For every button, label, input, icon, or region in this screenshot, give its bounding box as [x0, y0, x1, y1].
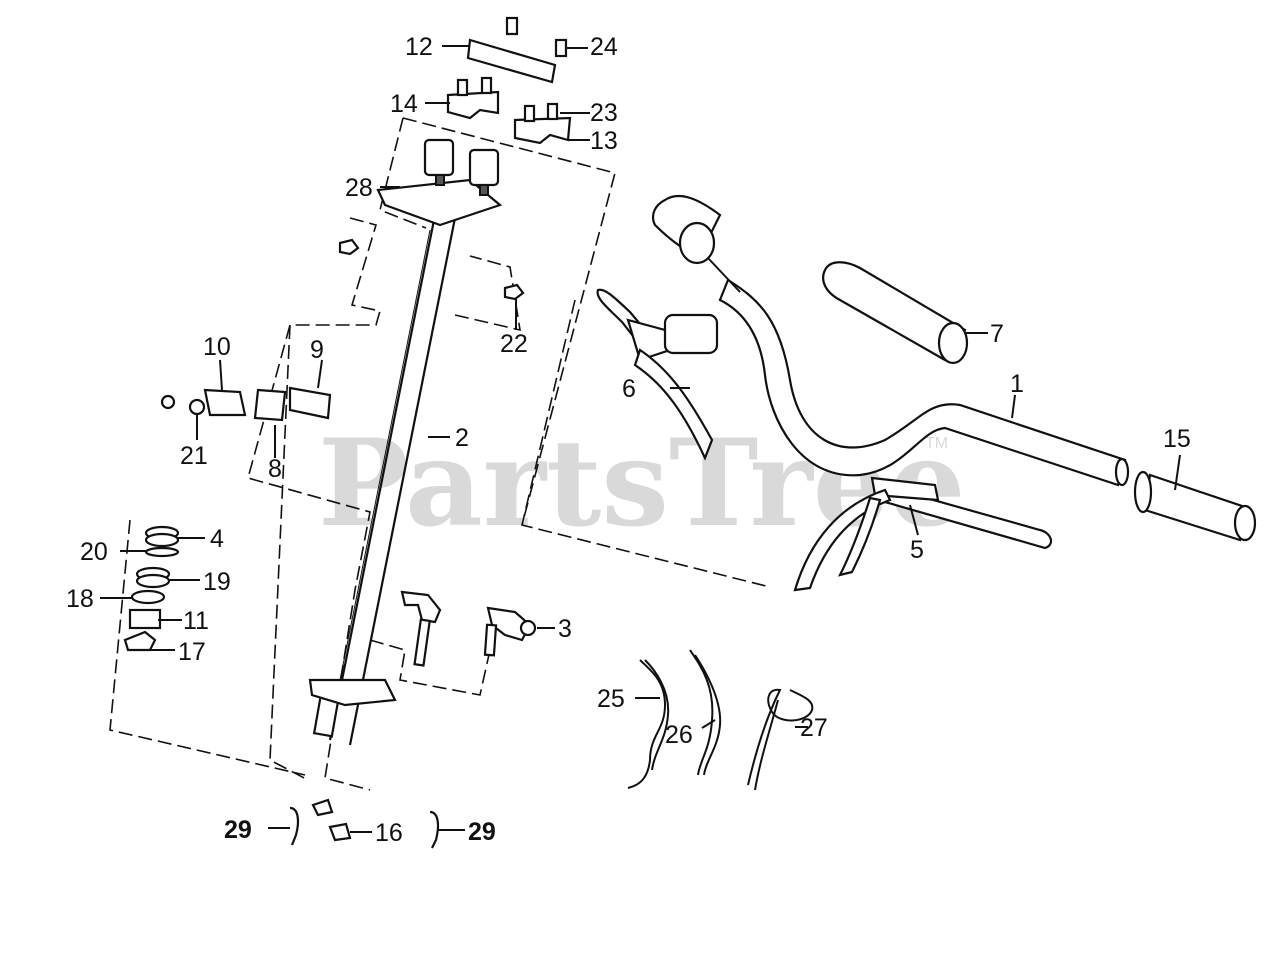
- callout-labels: 1 2 3 4 5 6 7 8 9 10 11 12 13 14 15 16 1…: [66, 33, 1191, 847]
- watermark-trademark: TM: [925, 435, 948, 452]
- callout-14: 14: [390, 90, 418, 118]
- clamp-assembly: [160, 386, 332, 422]
- callout-28: 28: [345, 174, 373, 202]
- wire-harnesses: [627, 649, 814, 791]
- callout-26: 26: [665, 721, 693, 749]
- callout-5: 5: [910, 536, 924, 564]
- callout-8: 8: [268, 455, 282, 483]
- grips: [651, 195, 1257, 542]
- callout-27: 27: [800, 714, 828, 742]
- callout-2: 2: [455, 424, 469, 452]
- callout-13: 13: [590, 127, 618, 155]
- handlebar: [718, 278, 1130, 487]
- nuts-22: [338, 238, 525, 301]
- watermark-text: PartsTree: [318, 413, 965, 554]
- callout-17: 17: [178, 638, 206, 666]
- callout-4: 4: [210, 525, 224, 553]
- callout-11: 11: [183, 607, 209, 635]
- top-clamp-plate: [376, 138, 503, 227]
- bearing-stack: [123, 525, 180, 652]
- elbow-fittings: [400, 590, 537, 667]
- callout-15: 15: [1163, 425, 1191, 453]
- callout-19: 19: [203, 568, 231, 596]
- callout-3: 3: [558, 615, 572, 643]
- callout-7: 7: [990, 320, 1004, 348]
- callout-22: 22: [500, 330, 528, 358]
- callout-12: 12: [405, 33, 433, 61]
- callout-23: 23: [590, 99, 618, 127]
- callout-21: 21: [180, 442, 208, 470]
- callout-25: 25: [597, 685, 625, 713]
- watermark: PartsTree TM: [318, 413, 965, 554]
- callout-20: 20: [80, 538, 108, 566]
- upper-holders: [446, 76, 572, 145]
- callout-1: 1: [1010, 370, 1024, 398]
- callout-16: 16: [375, 819, 403, 847]
- lower-fasteners: [289, 798, 440, 849]
- callout-29-left: 29: [224, 816, 252, 844]
- callout-9: 9: [310, 336, 324, 364]
- leader-lines: [100, 45, 1181, 833]
- callout-18: 18: [66, 585, 94, 613]
- callout-24: 24: [590, 33, 618, 61]
- callout-10: 10: [203, 333, 231, 361]
- top-cover-parts: [466, 16, 568, 84]
- callout-29-right: 29: [468, 818, 496, 846]
- steering-stem: [308, 214, 457, 746]
- right-brake-lever: [793, 476, 1053, 592]
- callout-6: 6: [622, 375, 636, 403]
- left-brake-lever: [596, 288, 719, 461]
